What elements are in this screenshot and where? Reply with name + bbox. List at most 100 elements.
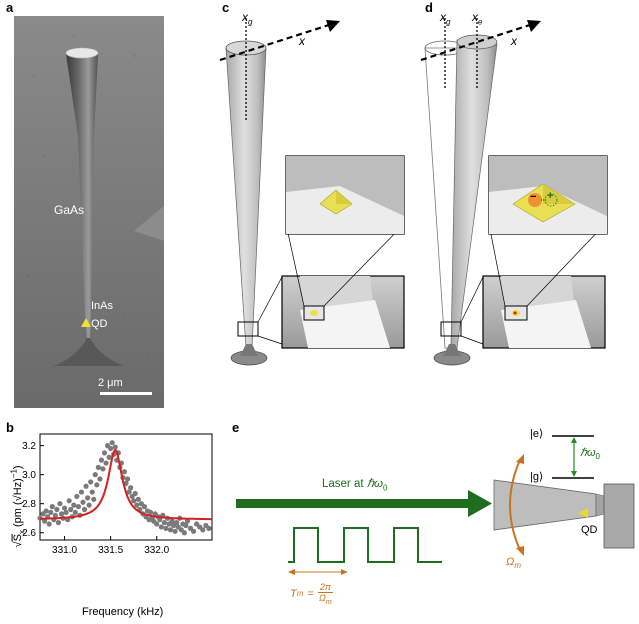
y-tick-label: 2.8: [22, 499, 36, 510]
ylabel-close: ): [12, 465, 25, 470]
data-point: [83, 483, 89, 489]
fit-curve: [39, 449, 212, 521]
laser-prefix: Laser at: [322, 478, 367, 490]
data-point: [167, 527, 174, 533]
data-point: [169, 518, 175, 524]
panel-label-d: d: [425, 0, 433, 15]
y-tick-label: 3.2: [22, 441, 36, 452]
laser-sub: 0: [383, 483, 388, 493]
qd-marker-icon: [81, 318, 91, 327]
d-xg-text: x: [440, 10, 446, 24]
period-eq: =: [307, 587, 314, 600]
data-point: [52, 512, 58, 518]
data-point: [89, 489, 95, 495]
plot-frame: [39, 433, 213, 541]
data-point: [126, 489, 132, 495]
label-gaas: GaAs: [54, 203, 85, 217]
data-point: [131, 498, 137, 504]
data-point: [100, 466, 106, 472]
qd-label-e: QD: [581, 524, 598, 536]
period-den-wrap: Ωm: [319, 593, 332, 606]
data-point: [106, 454, 112, 460]
x-tick-label: 331.5: [98, 545, 123, 556]
data-point: [206, 525, 212, 531]
data-point: [128, 485, 134, 491]
sem-image-graphic: [14, 16, 164, 408]
ylabel-sub: x: [17, 530, 27, 535]
data-point: [86, 502, 92, 508]
d-plus-sign: +: [547, 190, 554, 202]
omega-m-label: Ωm: [506, 556, 521, 570]
data-point: [46, 521, 52, 527]
label-qd: QD: [91, 318, 108, 330]
panel-c-drawing: [219, 18, 405, 366]
data-point: [184, 518, 191, 524]
period-den-sub: m: [325, 598, 332, 606]
ket-g: |g⟩: [530, 471, 544, 483]
d-x-label: x: [511, 34, 517, 48]
data-point: [85, 495, 91, 501]
hbar-omega-sub: 0: [595, 452, 600, 462]
data-point: [54, 506, 60, 513]
y-tick-label: 2.6: [22, 528, 36, 539]
data-point: [158, 524, 164, 530]
data-point: [55, 519, 62, 526]
label-inas: InAs: [91, 300, 114, 312]
data-point: [42, 518, 48, 524]
data-point: [147, 509, 154, 516]
data-point: [157, 517, 163, 523]
data-point: [66, 498, 72, 504]
ylabel-rest: (pm (√Hz): [12, 478, 25, 531]
y-tick-label: 3.0: [22, 470, 36, 481]
data-point: [88, 479, 94, 485]
data-point: [98, 457, 105, 463]
hbar-omega-text: ℏω: [580, 447, 596, 459]
laser-hbar: ℏω: [366, 478, 383, 490]
omega-m-text: Ω: [506, 556, 515, 568]
d-xg-sub: g: [446, 17, 451, 27]
data-point: [58, 511, 65, 517]
data-point: [135, 496, 141, 502]
data-point: [112, 444, 118, 450]
data-point: [57, 501, 63, 507]
data-point: [121, 469, 128, 475]
data-point: [183, 522, 189, 529]
data-point: [161, 519, 167, 526]
data-point: [61, 505, 68, 511]
sem-image: [14, 16, 164, 408]
data-point: [174, 519, 180, 526]
ylabel-root: √: [12, 541, 25, 548]
data-point: [200, 527, 206, 533]
omega-m-sub: m: [514, 561, 522, 571]
period-num: 2π: [317, 582, 333, 593]
period-fraction: 2π Ωm: [317, 582, 333, 606]
panel-label-a: a: [6, 0, 14, 15]
hbar-omega-label: ℏω0: [580, 446, 600, 461]
period-T-sub: m: [296, 589, 304, 599]
d-xe-text: x: [472, 10, 478, 24]
data-point: [109, 440, 115, 446]
c-xg-text: x: [242, 10, 248, 24]
d-xe-sub: e: [478, 17, 483, 27]
data-point: [172, 528, 178, 534]
x-tick-label: 332.0: [144, 545, 169, 556]
data-point: [92, 472, 98, 478]
data-point: [181, 530, 187, 536]
data-point: [81, 506, 88, 513]
data-point: [75, 504, 81, 510]
chart-xlabel: Frequency (kHz): [82, 606, 164, 618]
data-point: [91, 496, 97, 502]
data-point: [72, 509, 78, 516]
data-point: [63, 509, 69, 516]
data-point: [74, 493, 80, 500]
data-point: [43, 508, 49, 514]
data-point: [48, 509, 54, 516]
data-point: [94, 482, 100, 488]
data-point: [154, 521, 160, 527]
panel-label-b: b: [6, 420, 14, 435]
c-xg-sub: g: [248, 17, 253, 27]
data-point: [49, 504, 55, 510]
